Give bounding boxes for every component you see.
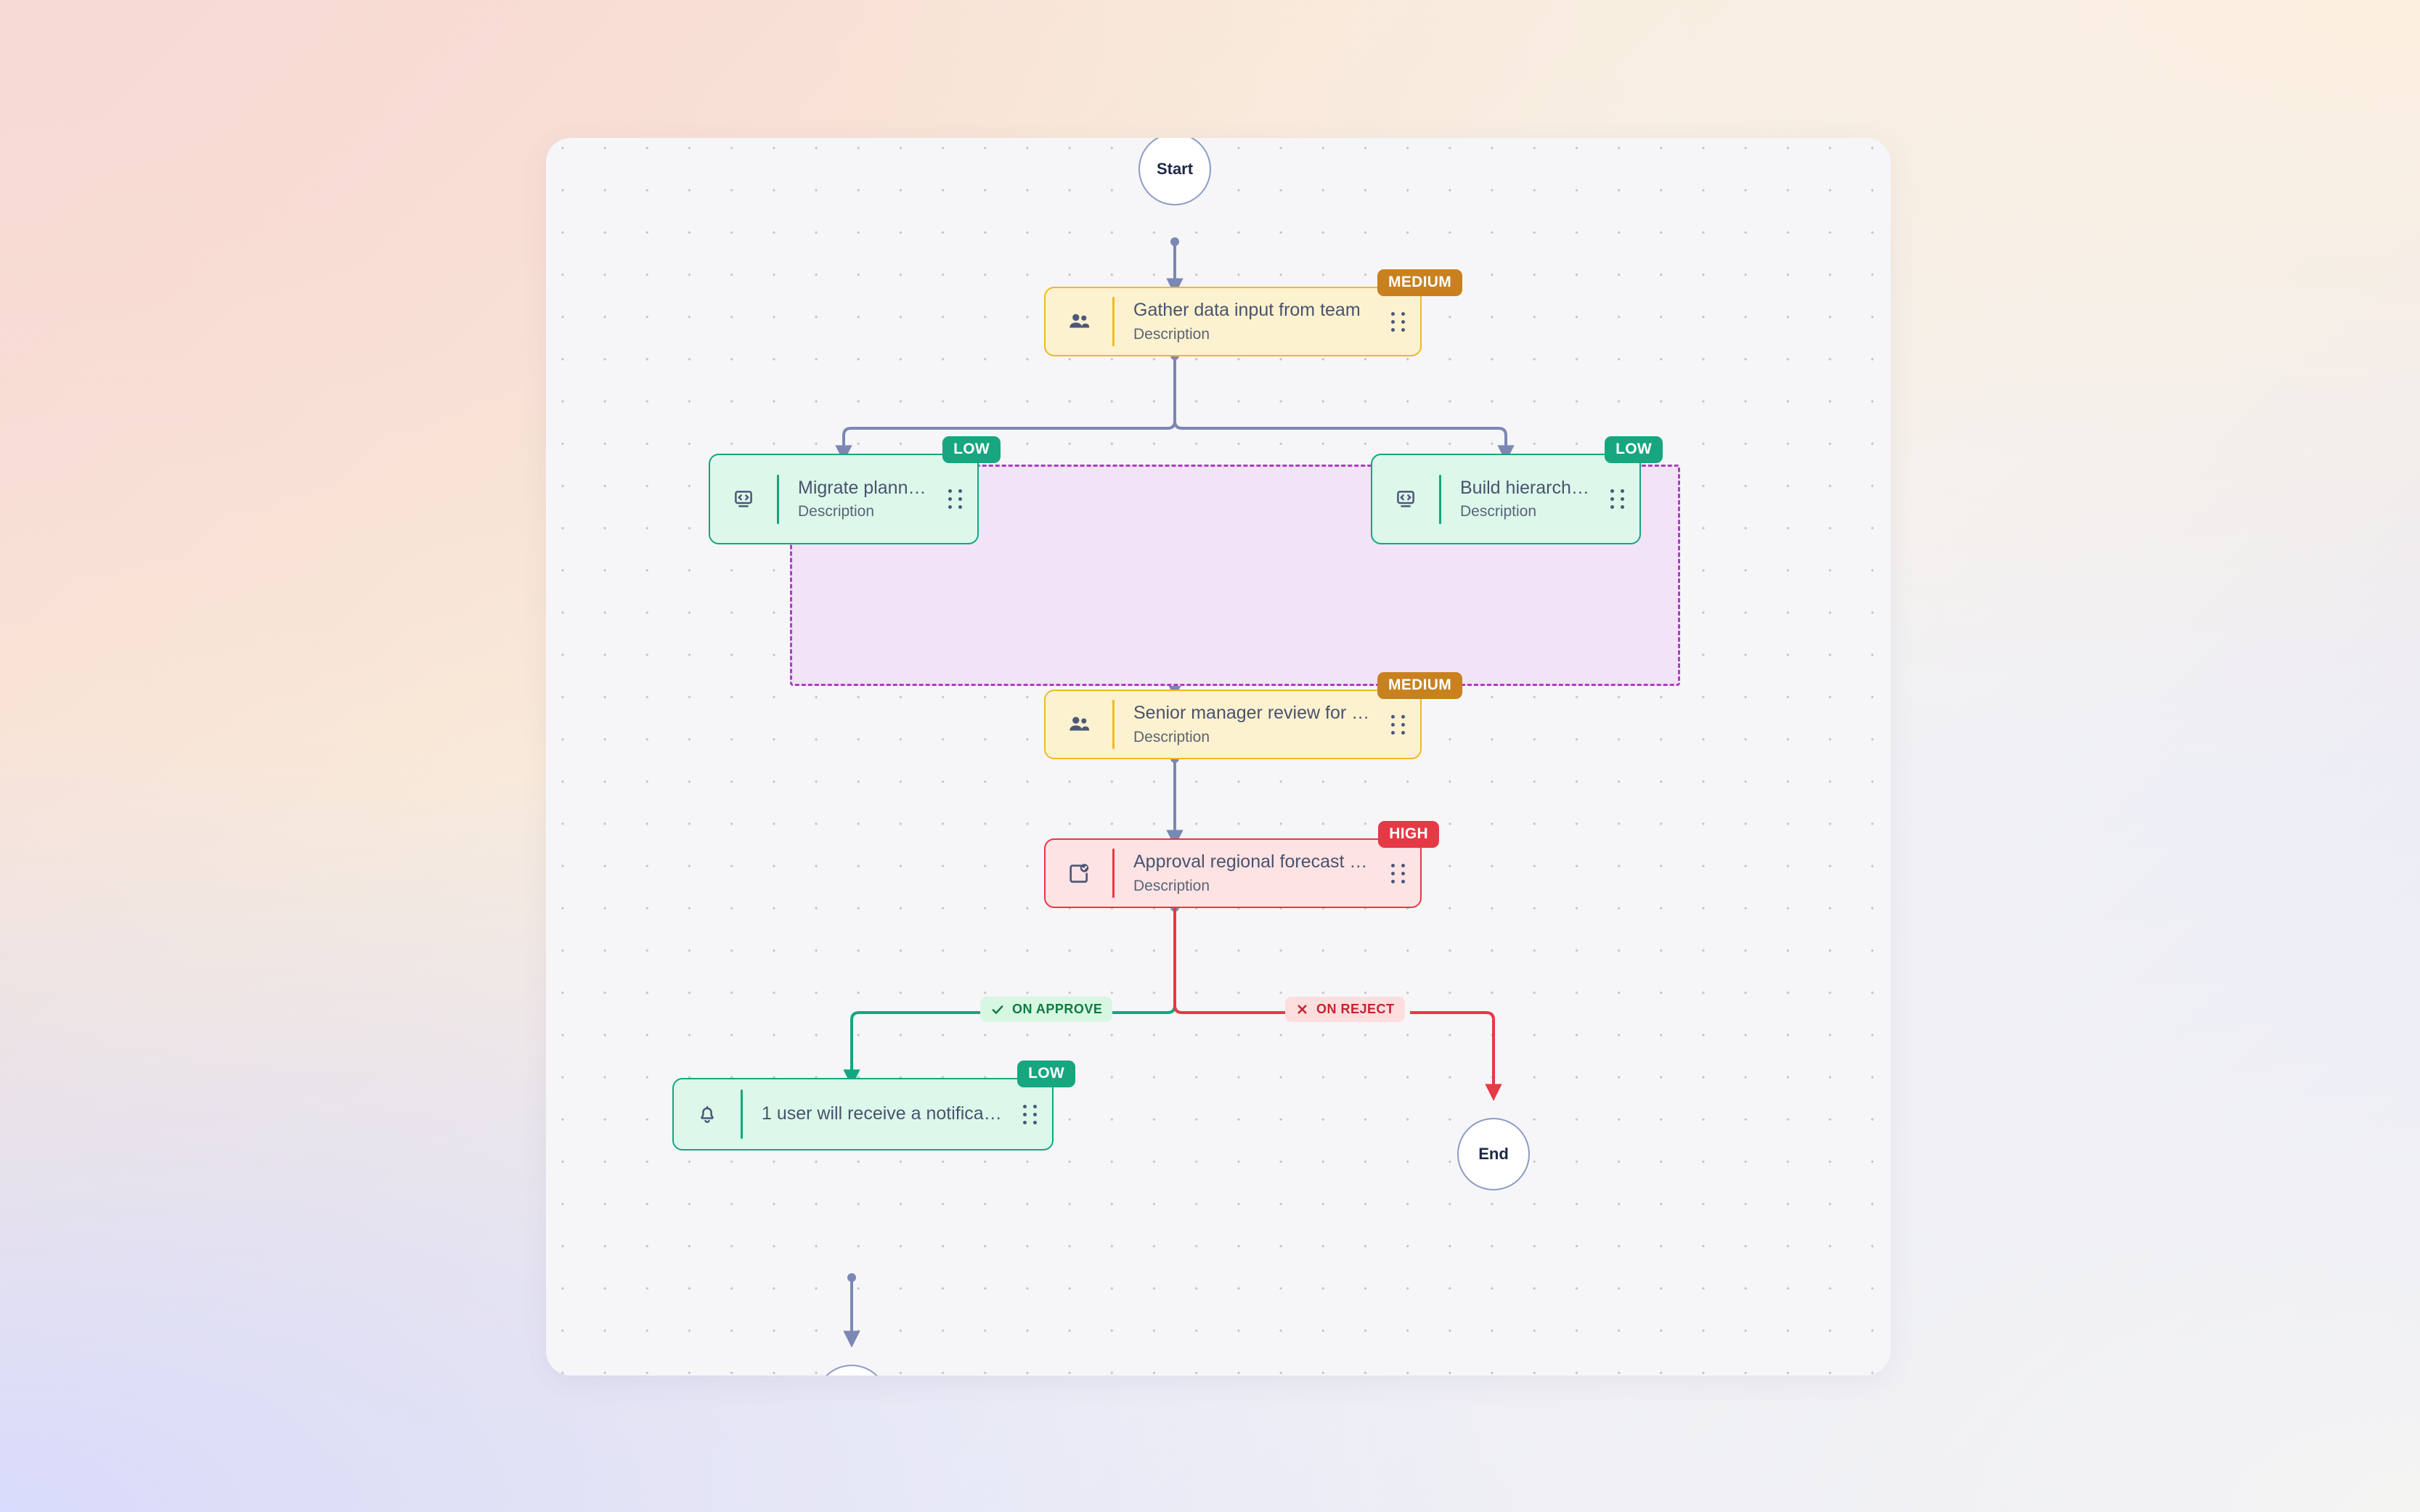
approval-check-icon [1046,862,1112,885]
card-subtitle: Description [1133,728,1210,745]
drag-handle-icon[interactable] [1375,714,1420,735]
edge-split-to-hierarchies [1173,414,1515,462]
card-text-block: Build hierarchies Description [1441,477,1594,522]
priority-badge-medium: MEDIUM [1377,269,1462,296]
card-subtitle: Description [798,503,875,520]
drag-handle-icon[interactable] [1375,311,1420,332]
start-node-label: Start [1156,160,1194,178]
card-text-block: Gather data input from team Description [1115,299,1375,344]
card-text-block: Approval regional forecast data Descript… [1115,851,1375,896]
drag-handle-icon[interactable] [1375,863,1420,883]
priority-badge-low: LOW [1605,436,1663,463]
branch-label-on-approve[interactable]: ON APPROVE [980,997,1113,1022]
code-screen-icon [710,489,777,510]
end-node-reject-label: End [1478,1145,1509,1163]
x-icon [1297,1005,1307,1014]
card-subtitle: Description [1460,503,1537,520]
priority-badge-low: LOW [942,436,1001,463]
check-icon [992,1005,1003,1014]
card-subtitle: Description [1133,325,1210,343]
workflow-diagram: Parallel steps Start End End MEDIUM [546,138,1891,1376]
branch-label-reject-text: ON REJECT [1316,1002,1395,1016]
card-text-block: Migrate planning data Description [779,477,932,522]
edge-split-to-migrate [835,414,1176,462]
drag-handle-icon[interactable] [932,489,977,509]
step-card-senior-manager-review[interactable]: MEDIUM Senior manager review for foreca … [1044,672,1462,759]
card-title: 1 user will receive a notification [762,1103,1003,1124]
branch-label-on-reject[interactable]: ON REJECT [1285,997,1405,1022]
priority-badge-medium: MEDIUM [1377,672,1462,699]
card-title: Gather data input from team [1133,300,1361,321]
card-title: Senior manager review for foreca .. [1133,703,1371,724]
code-screen-icon [1372,489,1439,510]
bell-icon [674,1103,741,1125]
step-card-build-hierarchies[interactable]: LOW Build hierarchies Description [1371,436,1663,544]
card-title: Migrate planning data [798,477,928,498]
step-card-migrate-planning-data[interactable]: LOW Migrate planning data Description [709,436,1001,544]
card-subtitle: Description [1133,877,1210,894]
edge-approval-reject-stem [1173,907,1287,1014]
card-title: Approval regional forecast data [1133,851,1371,873]
step-card-notification[interactable]: LOW 1 user will receive a notification [672,1061,1075,1151]
card-title: Build hierarchies [1460,477,1590,498]
users-icon [1046,309,1112,334]
end-node-reject[interactable]: End [1457,1118,1530,1190]
drag-handle-icon[interactable] [1007,1104,1052,1124]
step-card-approval-regional-forecast[interactable]: HIGH Approval regional forecast data Des… [1044,821,1439,908]
edge-reject-to-end [1410,1011,1502,1101]
workflow-canvas[interactable]: Parallel steps Start End End MEDIUM [546,138,1891,1376]
step-card-gather-data[interactable]: MEDIUM Gather data input from team Descr… [1044,269,1462,356]
drag-handle-icon[interactable] [1594,489,1639,509]
users-icon [1046,712,1112,737]
priority-badge-high: HIGH [1378,821,1439,848]
card-text-block: Senior manager review for foreca .. Desc… [1115,702,1375,747]
card-text-block: 1 user will receive a notification [743,1103,1007,1125]
edge-approve-to-notification [843,1011,982,1087]
branch-label-approve-text: ON APPROVE [1012,1002,1103,1016]
priority-badge-low: LOW [1017,1061,1075,1087]
